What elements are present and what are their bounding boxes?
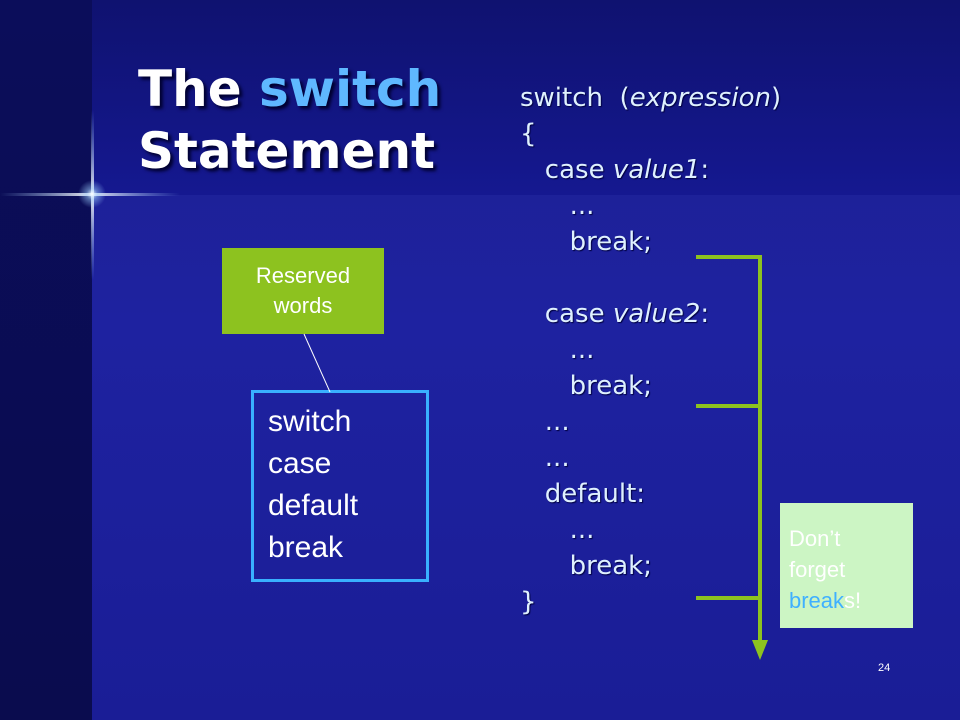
sparkle-icon [0,110,180,280]
code-line: break; [520,224,781,260]
callout-pointer-line [303,333,331,393]
code-line: switch (expression) [520,80,781,116]
code-text: ... [520,335,595,365]
code-line: case value2: [520,296,781,332]
breaks-callout-end: s! [844,588,862,613]
code-text: ... [520,191,595,221]
code-suffix: : [700,299,710,329]
code-text: ... [520,407,570,437]
dont-forget-breaks-callout: Don’t forget breaks! [780,503,913,628]
code-line: ... [520,404,781,440]
code-text: case [520,155,613,185]
code-placeholder: value2 [612,299,701,329]
code-text: ... [520,515,595,545]
keyword-case: case [268,447,332,480]
title-word-the: The [138,60,242,118]
reserved-words-callout: Reserved words [222,248,384,334]
code-suffix: : [700,155,710,185]
code-text: break; [520,227,652,257]
reserved-keyword-list: switch case default break [251,390,429,582]
code-line: ... [520,512,781,548]
title-keyword-switch: switch [259,60,442,118]
bracket-arrow-icon [752,640,768,660]
code-text: case [520,299,613,329]
code-line: break; [520,368,781,404]
top-decor-band [92,0,960,195]
reserved-callout-line2: words [273,293,333,318]
code-text: break; [520,551,652,581]
breaks-callout-line2: forget [789,557,846,582]
code-text: ... [520,443,570,473]
code-text: { [520,119,537,149]
breaks-callout-accent: break [789,588,845,613]
code-line: ... [520,332,781,368]
code-line: default: [520,476,781,512]
code-suffix: ) [770,83,782,113]
code-line: ... [520,440,781,476]
keyword-break: break [268,531,344,564]
code-line: case value1: [520,152,781,188]
left-decor-band [0,0,92,720]
keyword-switch: switch [268,405,352,438]
code-line: { [520,116,781,152]
keyword-default: default [268,489,359,522]
code-line: ... [520,188,781,224]
code-text: } [520,587,537,617]
code-text: switch ( [520,83,630,113]
breaks-callout-line1: Don’t [789,526,841,551]
reserved-callout-line1: Reserved [255,263,351,288]
code-placeholder: value1 [612,155,701,185]
code-text: break; [520,371,652,401]
code-placeholder: expression [629,83,771,113]
code-text: default: [520,479,646,509]
break-bracket [696,255,762,640]
title-word-statement: Statement [138,122,435,180]
switch-code-block: switch (expression){ case value1: ... br… [520,80,781,620]
page-number: 24 [878,662,891,674]
code-line: break; [520,548,781,584]
code-line: } [520,584,781,620]
